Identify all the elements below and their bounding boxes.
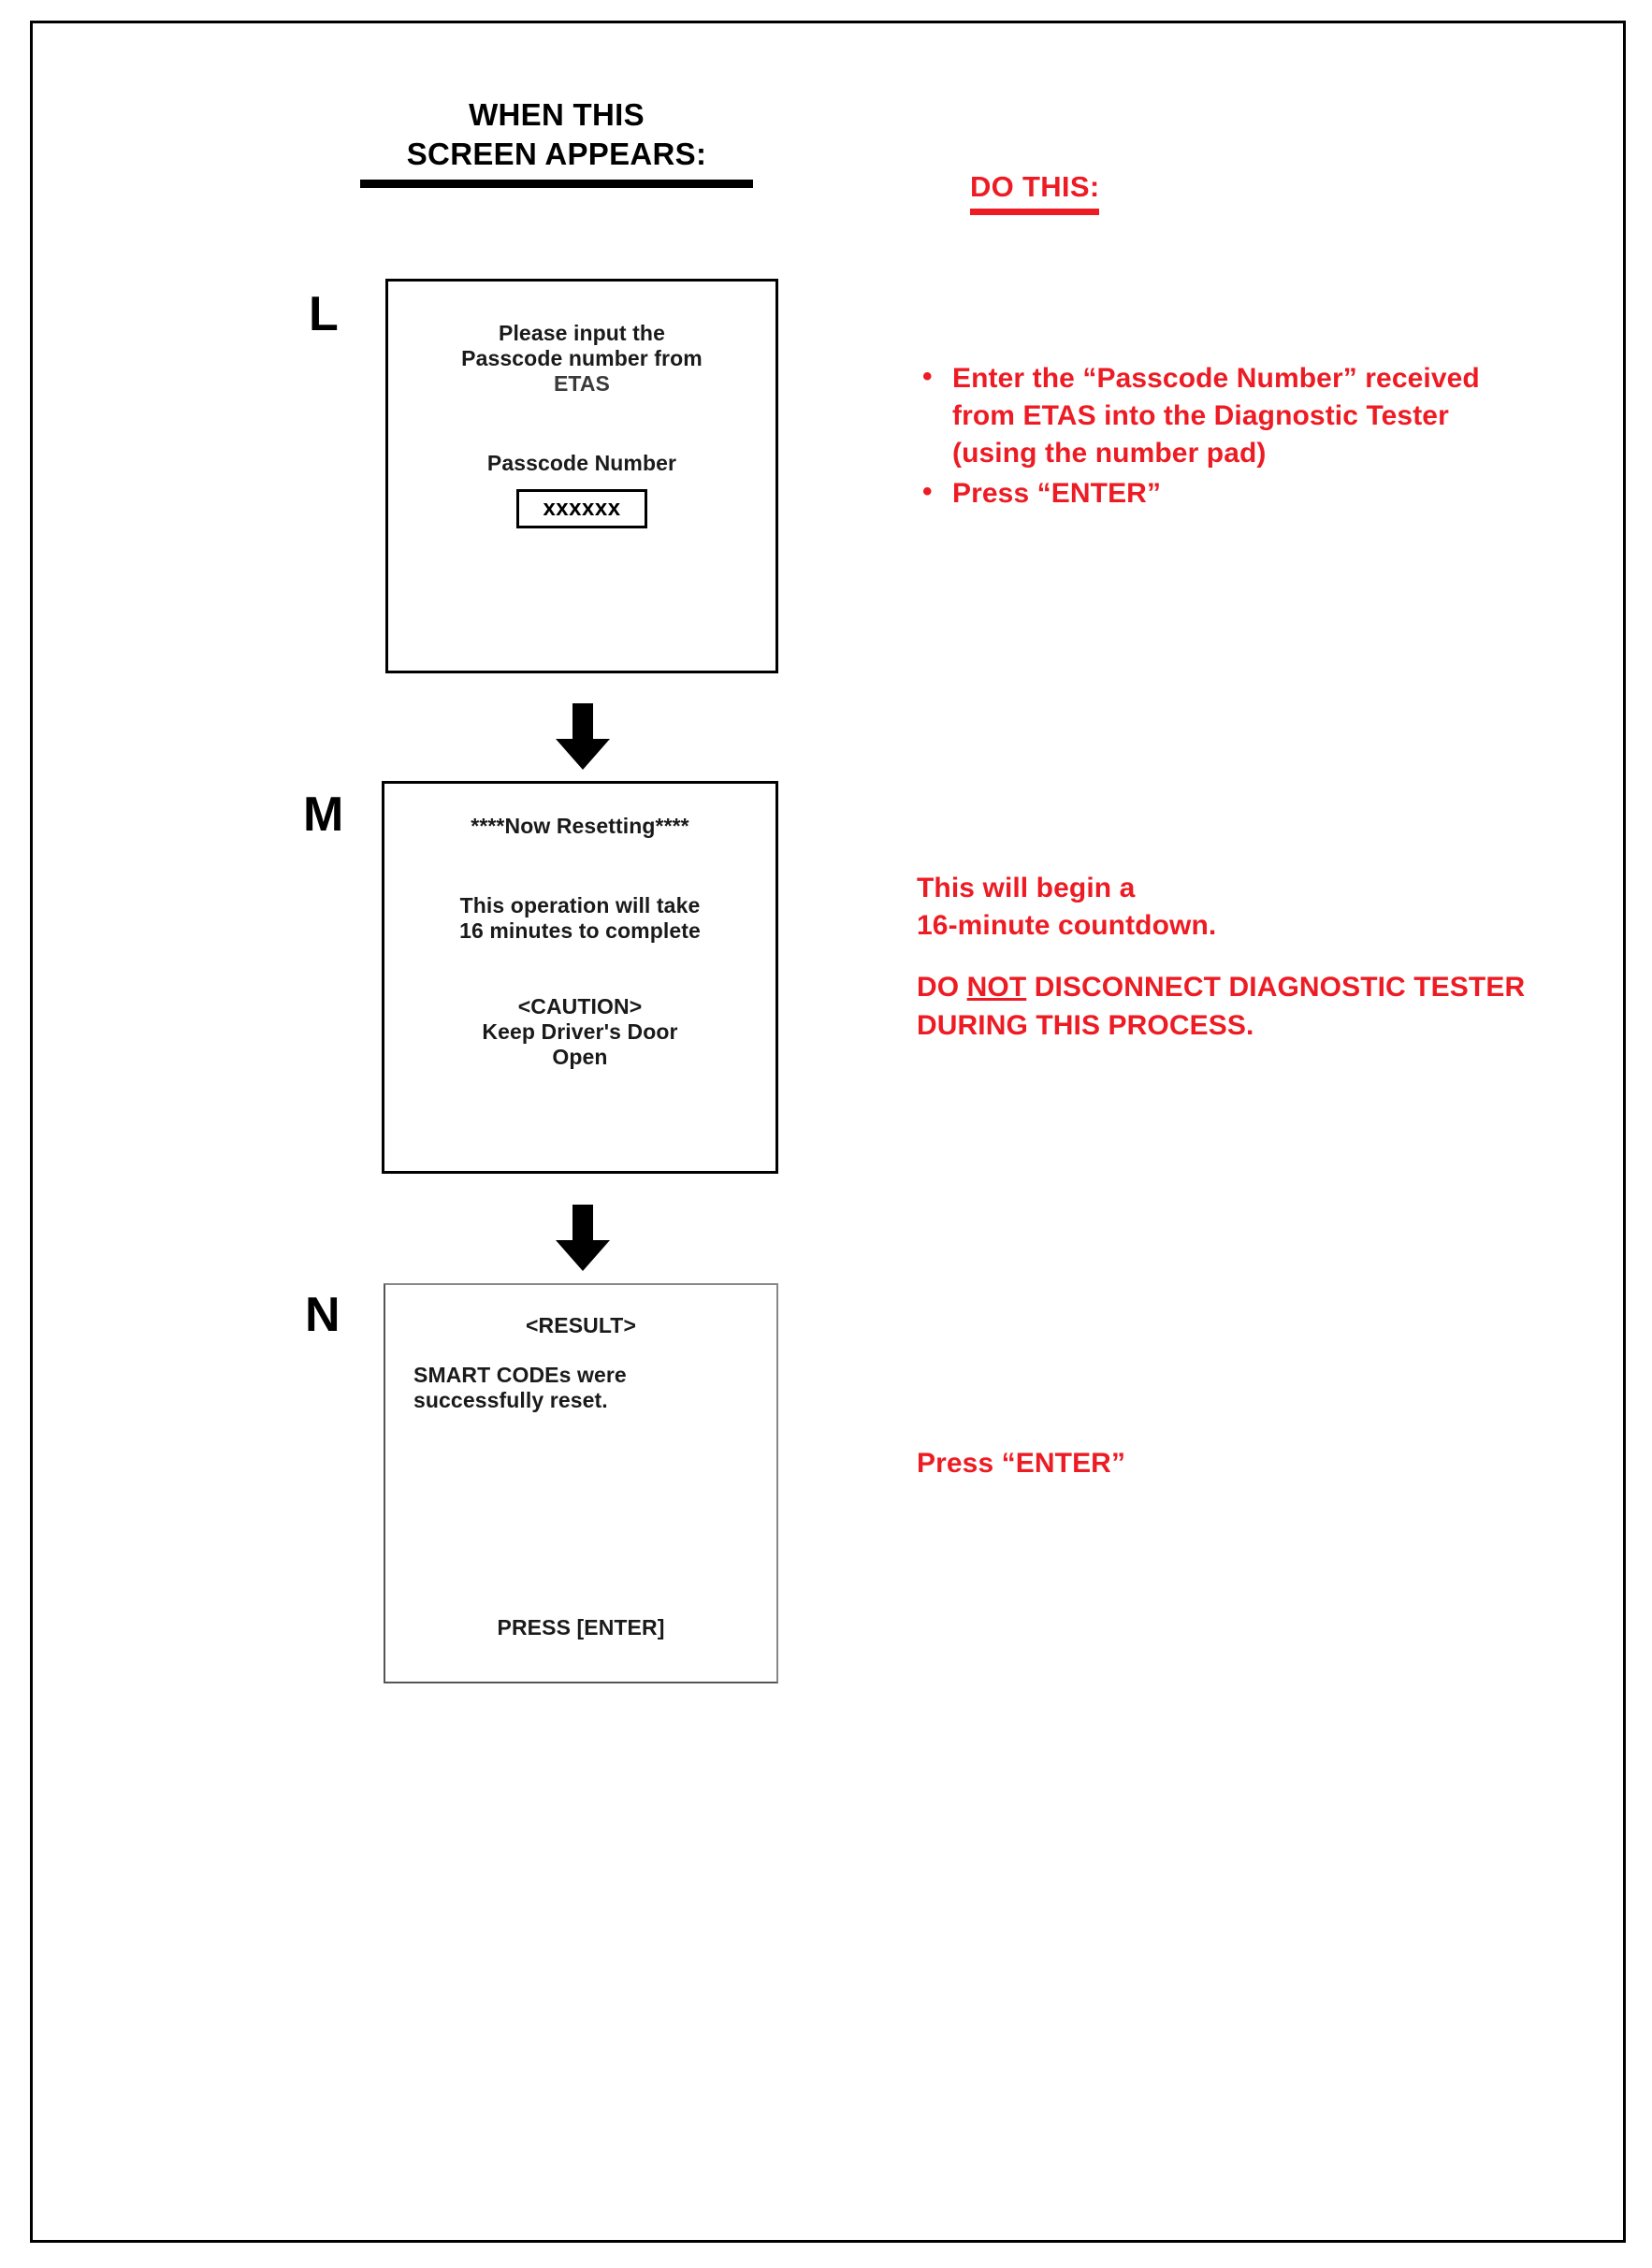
screen-n-line2: SMART CODEs were [413, 1362, 627, 1387]
instruction-block-m: This will begin a 16-minute countdown. D… [917, 870, 1572, 1045]
instruction-m-warning: DO NOT DISCONNECT DIAGNOSTIC TESTER DURI… [917, 969, 1572, 1044]
heading-left-line1: WHEN THIS [469, 97, 645, 132]
screen-l-line1: Please input the [499, 321, 665, 345]
heading-left-line2: SCREEN APPEARS: [406, 137, 707, 172]
instruction-m-line1: This will begin a [917, 873, 1136, 903]
screen-box-l: Please input the Passcode number from ET… [385, 279, 778, 673]
screen-m-line5: Keep Driver's Door [482, 1018, 678, 1044]
screen-m-line1: ****Now Resetting**** [471, 814, 689, 838]
instruction-m-line2: 16-minute countdown. [917, 910, 1217, 942]
screen-l-line3: ETAS [553, 370, 611, 396]
instruction-block-l: Enter the “Passcode Number” received fro… [917, 358, 1534, 514]
when-this-screen-appears-heading: WHEN THIS SCREEN APPEARS: [360, 95, 753, 189]
instruction-m-warning-post: DISCONNECT DIAGNOSTIC TESTER DURING THIS… [917, 972, 1526, 1041]
passcode-number-input[interactable]: xxxxxx [516, 488, 647, 528]
page-border [30, 21, 1626, 2243]
instruction-n-text: Press “ENTER” [917, 1448, 1126, 1479]
instruction-bullet-press-enter: Press “ENTER” [917, 473, 1534, 513]
instruction-m-warning-not: NOT [966, 972, 1027, 1004]
screen-l-line2: Passcode number from [461, 345, 703, 370]
step-letter-m: M [303, 787, 344, 842]
heading-right-underline [970, 209, 1100, 215]
screen-m-line6: Open [552, 1044, 608, 1069]
arrow-down-icon [556, 1205, 610, 1271]
screen-n-footer: PRESS [ENTER] [497, 1615, 665, 1640]
instruction-m-warning-pre: DO [917, 972, 967, 1004]
screen-l-field-label: Passcode Number [486, 450, 677, 475]
instruction-block-n: Press “ENTER” [917, 1445, 1515, 1482]
heading-left-underline [360, 180, 753, 189]
passcode-number-value: xxxxxx [543, 495, 621, 521]
step-letter-l: L [309, 287, 339, 341]
screen-box-n: <RESULT> SMART CODEs were successfully r… [384, 1283, 778, 1683]
screen-m-line3: 16 minutes to complete [459, 917, 701, 943]
screen-m-line4: <CAUTION> [517, 993, 643, 1018]
arrow-down-icon [556, 703, 610, 770]
do-this-heading: DO THIS: [970, 170, 1100, 215]
step-letter-n: N [305, 1288, 341, 1342]
heading-right-label: DO THIS: [970, 170, 1100, 203]
screen-n-line1: <RESULT> [526, 1313, 636, 1337]
screen-box-m: ****Now Resetting**** This operation wil… [382, 781, 778, 1174]
screen-n-line3: successfully reset. [413, 1387, 608, 1412]
instruction-bullet-enter-passcode: Enter the “Passcode Number” received fro… [917, 358, 1534, 473]
screen-m-line2: This operation will take [459, 892, 701, 917]
